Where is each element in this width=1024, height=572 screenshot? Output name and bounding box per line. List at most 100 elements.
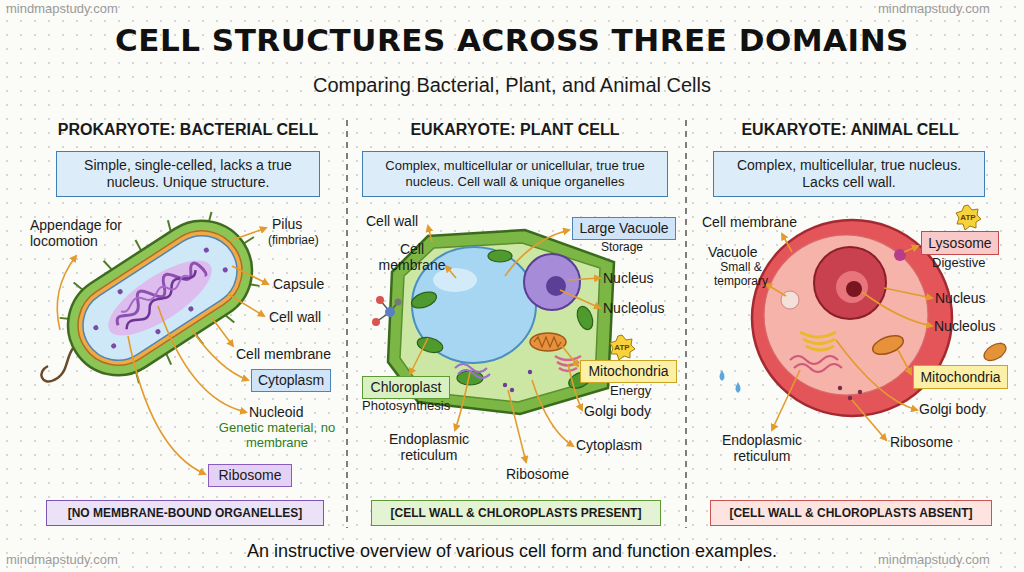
page-caption: An instructive overview of various cell … [0, 541, 1024, 562]
dna-strand [118, 268, 202, 331]
ribosome-dot [838, 386, 842, 390]
chloroplast [416, 335, 445, 355]
part-note: Storage [601, 241, 643, 255]
ribosome-dot [92, 324, 99, 331]
ribosome-dot [154, 328, 161, 335]
part-note: Genetic material, no membrane [214, 421, 340, 451]
part-note: (fimbriae) [268, 234, 319, 248]
cristae [534, 337, 561, 347]
ribosome-dot [848, 396, 852, 400]
atom [372, 318, 380, 326]
leader-line [455, 372, 470, 430]
part-label: Cell membrane [236, 346, 331, 362]
part-label: Endoplasmic reticulum [374, 431, 484, 463]
animal-golgi [800, 332, 836, 350]
box-text: Complex, multicellular or unicellular, t… [367, 158, 663, 189]
ribosome-dot [187, 305, 194, 312]
panel-heading: PROKARYOTE: BACTERIAL CELL [23, 121, 353, 139]
leader-line [852, 400, 886, 440]
ribosome-dots [83, 234, 237, 362]
box-text: Complex, multicellular, true nucleus. La… [718, 157, 980, 191]
description-box: Complex, multicellular, true nucleus. La… [713, 151, 985, 197]
description-box: Simple, single-celled, lacks a true nucl… [56, 151, 320, 197]
part-label: Appendage for locomotion [30, 217, 140, 249]
highlight-label: Chloroplast [362, 376, 450, 399]
leader-line [884, 288, 932, 298]
leader-line [782, 234, 792, 252]
panel-separator [346, 120, 348, 528]
leader-line [898, 350, 911, 374]
highlight-label: Ribosome [208, 464, 292, 487]
watermark: mindmapstudy.com [878, 2, 990, 17]
part-label: Nucleus [935, 290, 986, 306]
page-title: CELL STRUCTURES ACROSS THREE DOMAINS [0, 22, 1024, 58]
part-note: Small & temporary [703, 261, 779, 289]
animal-er [790, 356, 842, 372]
animal-nucleus [814, 247, 886, 319]
leader-line [232, 266, 268, 284]
leader-line [560, 290, 600, 308]
leader-line [508, 390, 526, 462]
ribosome-dot [222, 266, 229, 273]
atp-badge [956, 205, 981, 230]
chloroplast [574, 304, 595, 331]
watermark: mindmapstudy.com [6, 553, 118, 568]
atp-text: ATP [957, 213, 979, 222]
water-drop [736, 382, 741, 393]
leader-line [410, 338, 428, 374]
leader-line [562, 346, 578, 366]
leader-line [836, 340, 917, 410]
plant-ribosomes [503, 370, 532, 392]
subtitle: Comparing Bacterial, Plant, and Animal C… [162, 74, 862, 97]
leader-line [228, 294, 264, 316]
leader-line [904, 246, 918, 252]
molecule-icon [372, 296, 402, 326]
leader-line [212, 318, 233, 346]
description-box: Complex, multicellular or unicellular, t… [362, 151, 668, 197]
part-note: Energy [610, 384, 651, 399]
watermark: mindmapstudy.com [6, 2, 118, 17]
ribosome-dot [203, 247, 210, 254]
summary-box: [CELL WALL & CHLOROPLASTS ABSENT] [710, 500, 992, 526]
mitochondrion-icon [981, 340, 1009, 364]
ribosome-dot [503, 383, 507, 387]
box-text: Lysosome [928, 235, 991, 252]
part-label: Nucleus [603, 270, 654, 286]
part-label: Nucleolus [603, 300, 664, 316]
part-label: Endoplasmic reticulum [706, 432, 818, 464]
leader-line [532, 380, 573, 446]
part-label: Ribosome [890, 434, 953, 450]
ribosome-dot [510, 388, 514, 392]
highlight-label: Mitochondria [913, 365, 1008, 389]
plant-mitochondrion [530, 333, 566, 351]
part-note: Photosynthesis [362, 399, 450, 414]
nucleoid-region [98, 247, 223, 349]
part-note: Digestive [932, 256, 985, 271]
part-label: Vacuole [708, 244, 758, 260]
box-text: Chloroplast [371, 379, 442, 396]
atom [395, 299, 402, 306]
leader-line [766, 284, 786, 296]
highlight-label: Cytoplasm [251, 369, 331, 392]
chloroplast [409, 289, 438, 311]
plant-golgi [555, 356, 581, 371]
box-text: [CELL WALL & CHLOROPLASTS PRESENT] [391, 506, 642, 520]
leader-line [505, 230, 569, 276]
plant-nucleolus [546, 276, 566, 296]
box-text: Mitochondria [920, 369, 1000, 386]
part-label: Cell wall [366, 213, 418, 229]
leader-lines [57, 226, 932, 474]
leader-line [862, 292, 932, 326]
part-label: Ribosome [506, 466, 569, 482]
panel-separator [685, 120, 687, 528]
animal-ribosomes [838, 386, 862, 400]
animal-cytoplasm [764, 235, 928, 395]
atp-text: ATP [611, 343, 633, 352]
plant-nucleus [524, 254, 580, 310]
leader-line [446, 266, 456, 278]
atp-badge [610, 335, 635, 360]
ribosome-dot [117, 288, 124, 295]
pilus [135, 240, 142, 251]
plant-er [455, 364, 490, 378]
